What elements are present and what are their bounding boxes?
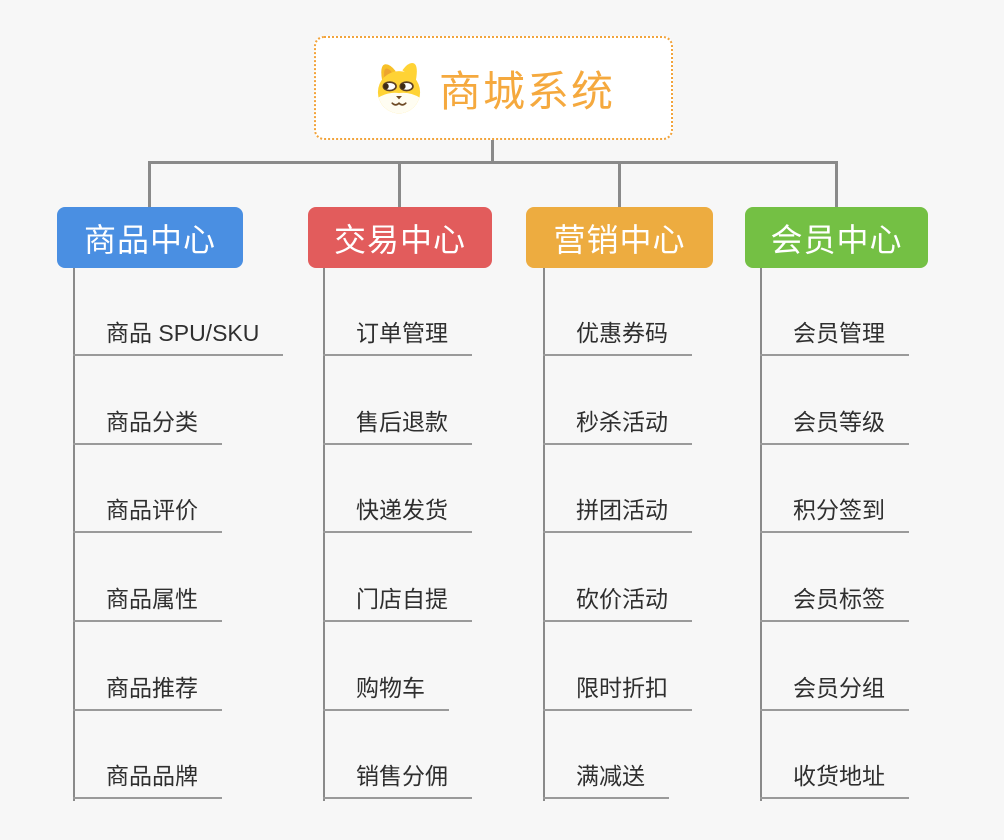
subtopic-node[interactable]: 积分签到	[760, 495, 909, 533]
subtopic-node[interactable]: 拼团活动	[543, 495, 692, 533]
subtopic-node[interactable]: 会员等级	[760, 407, 909, 445]
connector-column-line	[760, 268, 762, 801]
connector-drop-marketing	[618, 161, 621, 207]
branch-column-members: 会员管理 会员等级 积分签到 会员标签 会员分组 收货地址	[760, 268, 990, 801]
subtopic-node[interactable]: 购物车	[323, 673, 449, 711]
subtopic-node[interactable]: 会员标签	[760, 584, 909, 622]
connector-horizontal-rail	[148, 161, 838, 164]
branch-node-members[interactable]: 会员中心	[745, 207, 928, 268]
subtopic-node[interactable]: 秒杀活动	[543, 407, 692, 445]
connector-column-line	[543, 268, 545, 801]
branch-column-trade: 订单管理 售后退款 快递发货 门店自提 购物车 销售分佣	[323, 268, 553, 801]
subtopic-node[interactable]: 销售分佣	[323, 761, 472, 799]
subtopic-node[interactable]: 限时折扣	[543, 673, 692, 711]
branch-node-marketing[interactable]: 营销中心	[526, 207, 713, 268]
branch-node-trade[interactable]: 交易中心	[308, 207, 492, 268]
subtopic-node[interactable]: 商品属性	[73, 584, 222, 622]
shiba-dog-icon	[377, 62, 421, 114]
subtopic-node[interactable]: 砍价活动	[543, 584, 692, 622]
connector-column-line	[73, 268, 75, 801]
subtopic-node[interactable]: 商品 SPU/SKU	[73, 318, 284, 356]
connector-drop-trade	[398, 161, 401, 207]
subtopic-node[interactable]: 售后退款	[323, 407, 472, 445]
branch-column-marketing: 优惠券码 秒杀活动 拼团活动 砍价活动 限时折扣 满减送	[543, 268, 773, 801]
subtopic-node[interactable]: 快递发货	[323, 495, 472, 533]
connector-column-line	[323, 268, 325, 801]
root-title: 商城系统	[438, 67, 615, 115]
subtopic-node[interactable]: 满减送	[543, 761, 669, 799]
subtopic-node[interactable]: 商品评价	[73, 495, 222, 533]
root-node[interactable]: 商城系统	[314, 36, 673, 140]
subtopic-node[interactable]: 会员管理	[760, 318, 909, 356]
subtopic-node[interactable]: 商品品牌	[73, 761, 222, 799]
connector-drop-products	[148, 161, 151, 207]
branch-node-products[interactable]: 商品中心	[57, 207, 243, 268]
subtopic-node[interactable]: 优惠券码	[543, 318, 692, 356]
connector-drop-members	[835, 161, 838, 207]
subtopic-node[interactable]: 订单管理	[323, 318, 472, 356]
subtopic-node[interactable]: 收货地址	[760, 761, 909, 799]
branch-column-products: 商品 SPU/SKU 商品分类 商品评价 商品属性 商品推荐 商品品牌	[73, 268, 303, 801]
subtopic-node[interactable]: 商品分类	[73, 407, 222, 445]
subtopic-node[interactable]: 门店自提	[323, 584, 472, 622]
connector-root-stub	[491, 140, 494, 164]
subtopic-node[interactable]: 会员分组	[760, 673, 909, 711]
subtopic-node[interactable]: 商品推荐	[73, 673, 222, 711]
